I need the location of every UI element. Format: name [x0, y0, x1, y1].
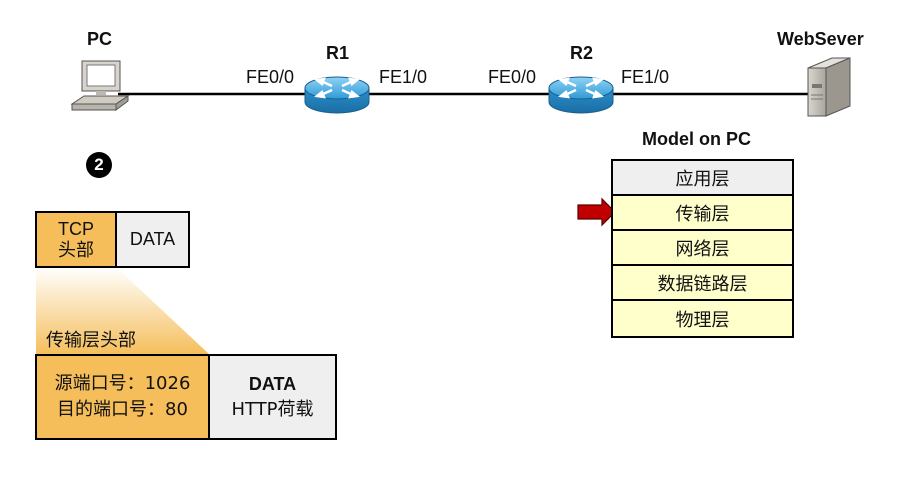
layer-data-link: 数据链路层: [613, 266, 792, 301]
model-title: Model on PC: [642, 129, 751, 149]
small-packet-data: DATA: [115, 211, 190, 268]
small-data-label: DATA: [129, 229, 176, 249]
destination-port: 目的端口号：80: [57, 399, 188, 420]
r1-right-interface: FE1/0: [379, 67, 428, 87]
pc-icon: [70, 60, 130, 111]
tcp-header-line2: 头部: [58, 239, 94, 261]
current-layer-arrow: [577, 197, 616, 227]
pc-label: PC: [87, 29, 113, 49]
small-packet-tcp-header: TCP 头部: [35, 211, 117, 268]
r2-label: R2: [570, 43, 594, 63]
transport-header-caption: 传输层头部: [46, 330, 136, 351]
server-icon: [807, 57, 851, 117]
tcp-header-line1: TCP: [58, 218, 94, 239]
detail-header-cell: 源端口号：1026 目的端口号：80: [35, 354, 210, 440]
header-expansion-shape: [36, 267, 210, 355]
r2-left-interface: FE0/0: [488, 67, 537, 87]
router-r1-icon: [304, 76, 370, 114]
layer-network: 网络层: [613, 231, 792, 266]
source-port: 源端口号：1026: [54, 373, 191, 394]
router-r2-icon: [548, 76, 614, 114]
layer-physical: 物理层: [613, 301, 792, 336]
detail-data-cell: DATA HTTP荷载: [208, 354, 337, 440]
r2-right-interface: FE1/0: [621, 67, 670, 87]
detail-data-payload: HTTP荷载: [231, 399, 314, 420]
server-label: WebSever: [777, 29, 864, 49]
step-number-digit: 2: [94, 155, 104, 174]
layer-application: 应用层: [613, 161, 792, 196]
detail-data-title: DATA: [248, 374, 297, 394]
r1-left-interface: FE0/0: [246, 67, 295, 87]
step-number-badge: ❷ 2: [86, 152, 112, 178]
r1-label: R1: [326, 43, 350, 63]
layer-transport: 传输层: [613, 196, 792, 231]
osi-model-table: 应用层 传输层 网络层 数据链路层 物理层: [611, 159, 794, 338]
